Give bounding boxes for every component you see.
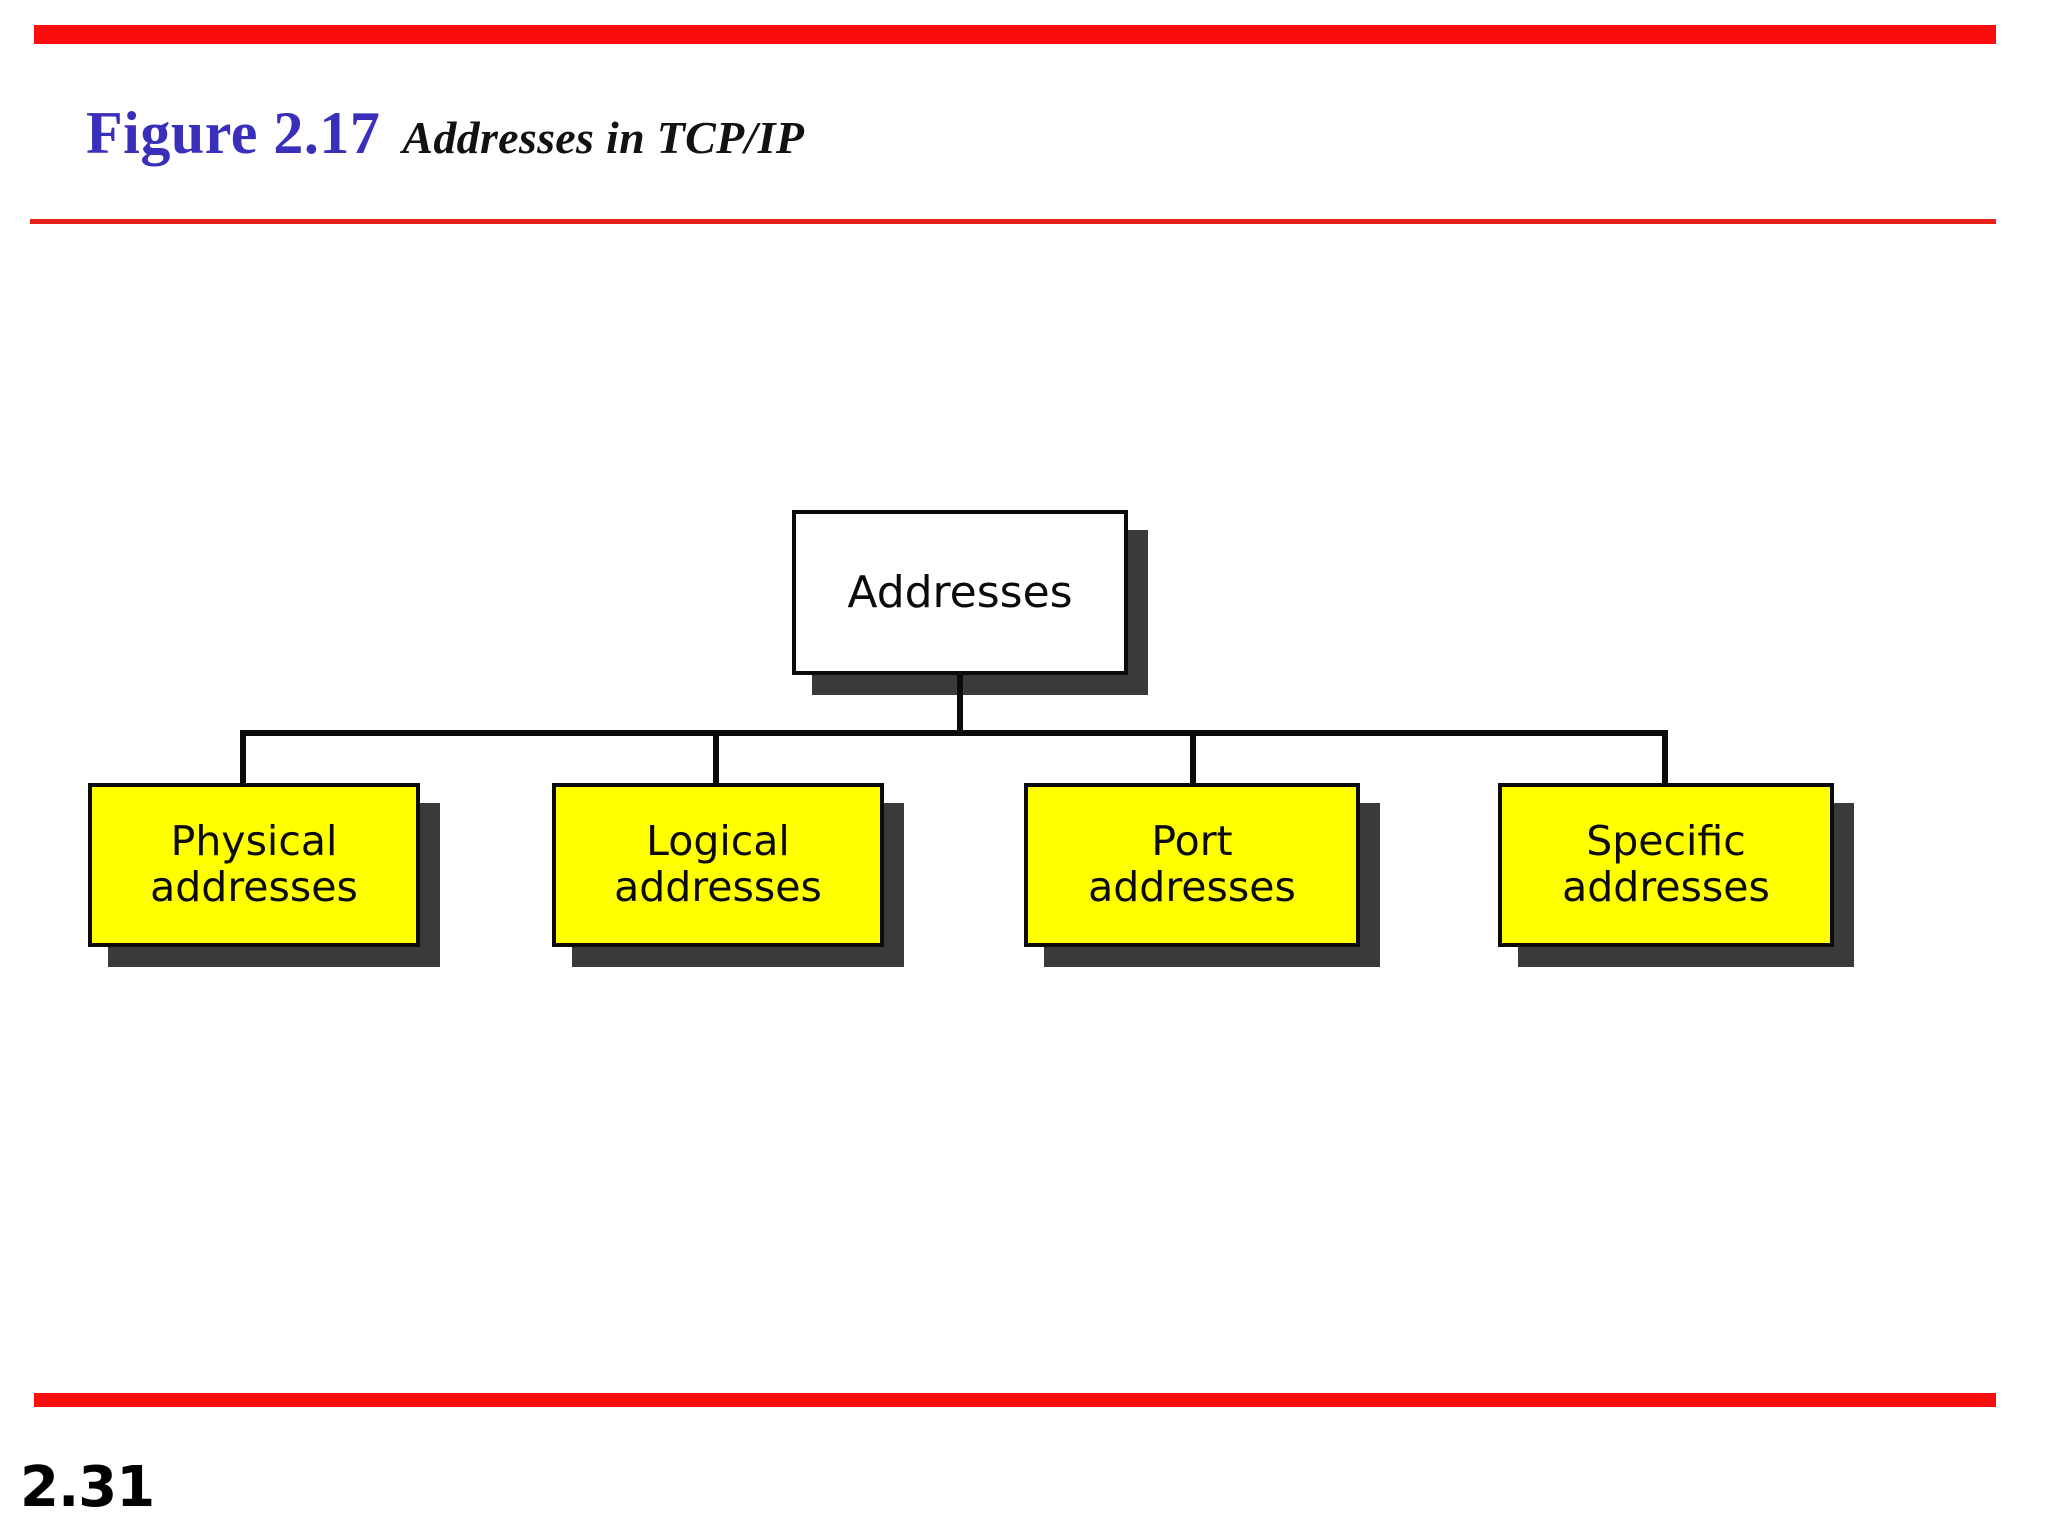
leaf-node-port-addresses[interactable]: Port addresses (1024, 783, 1360, 947)
leaf-node-logical-addresses[interactable]: Logical addresses (552, 783, 884, 947)
page-title: Figure 2.17 Addresses in TCP/IP (86, 103, 804, 163)
bottom-red-rule (34, 1393, 1996, 1407)
leaf-label-logical-line1: Logical (646, 817, 790, 866)
leaf-label-specific: Specific addresses (1562, 817, 1770, 911)
leaf-label-physical-line2: addresses (150, 863, 358, 911)
figure-caption: Addresses in TCP/IP (402, 112, 805, 163)
root-node-addresses[interactable]: Addresses (792, 510, 1128, 675)
connector-drop-logical (713, 730, 719, 785)
leaf-node-specific-addresses[interactable]: Specific addresses (1498, 783, 1834, 947)
leaf-label-logical: Logical addresses (614, 817, 822, 911)
leaf-node-physical-addresses[interactable]: Physical addresses (88, 783, 420, 947)
connector-drop-physical (240, 730, 246, 785)
connector-drop-specific (1662, 730, 1668, 785)
title-underline-rule (30, 219, 1996, 224)
figure-label: Figure 2.17 (86, 100, 381, 166)
leaf-label-physical: Physical addresses (150, 817, 358, 911)
connector-horizontal-bus (240, 730, 1668, 736)
leaf-label-logical-line2: addresses (614, 863, 822, 911)
leaf-label-port-line1: Port (1151, 817, 1233, 866)
root-node-label: Addresses (847, 566, 1073, 618)
connector-root-stem (957, 675, 963, 735)
leaf-label-specific-line2: addresses (1562, 863, 1770, 911)
leaf-label-physical-line1: Physical (170, 817, 338, 866)
page-number: 2.31 (20, 1455, 155, 1520)
leaf-label-port-line2: addresses (1088, 863, 1296, 911)
leaf-label-specific-line1: Specific (1586, 817, 1746, 866)
leaf-label-port: Port addresses (1088, 817, 1296, 911)
connector-drop-port (1190, 730, 1196, 785)
top-red-rule (34, 25, 1996, 44)
